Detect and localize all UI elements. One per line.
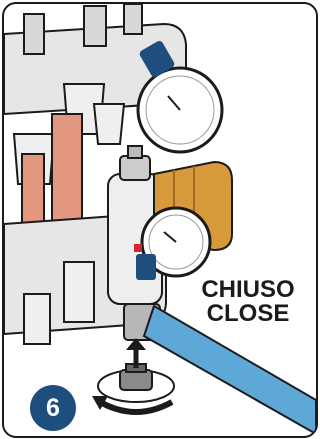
drain-cap bbox=[98, 364, 174, 402]
valve-state-label: CHIUSO CLOSE bbox=[188, 278, 308, 326]
state-label-italian: CHIUSO bbox=[188, 278, 308, 302]
valve-illustration bbox=[4, 4, 316, 436]
state-label-english: CLOSE bbox=[188, 302, 308, 326]
step-number-badge: 6 bbox=[30, 385, 76, 431]
